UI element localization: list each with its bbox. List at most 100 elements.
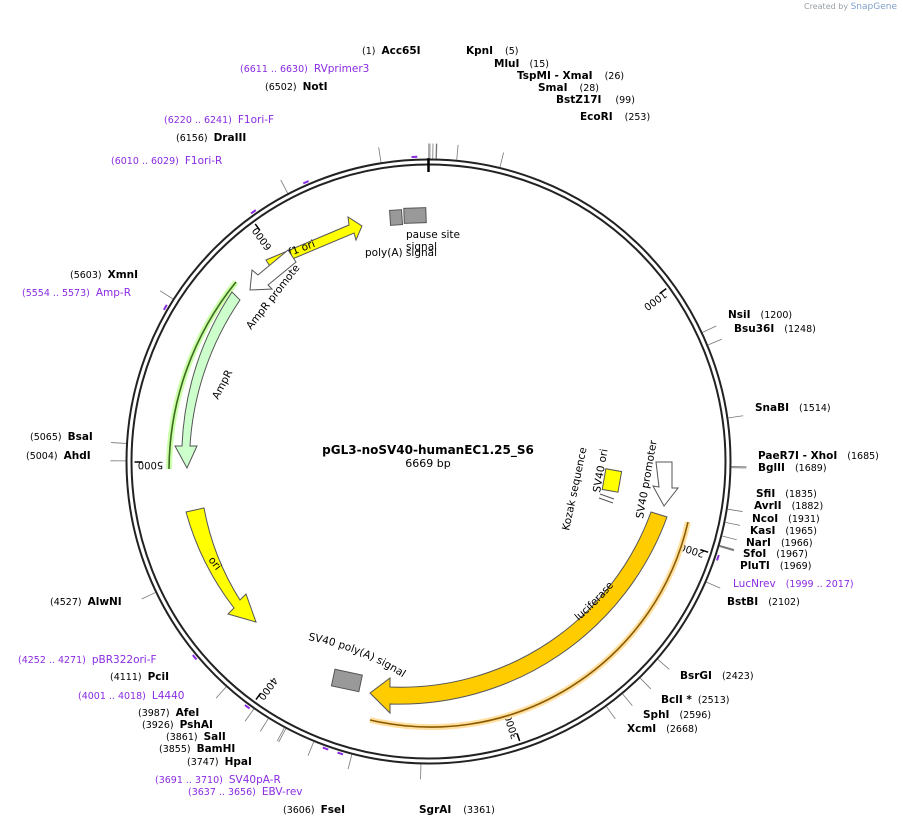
site-label[interactable]: SfoI(1967) (743, 548, 808, 560)
site-label[interactable]: BstZ17I(99) (556, 94, 635, 106)
site-label[interactable]: (6502)NotI (265, 81, 328, 93)
site-label[interactable]: SphI(2596) (643, 709, 711, 721)
brand-created-by: Created by (804, 2, 849, 11)
primer-label[interactable]: (6611 .. 6630)RVprimer3 (240, 63, 369, 75)
site-label[interactable]: Bsu36I(1248) (734, 323, 816, 335)
feature-sv40-polya[interactable] (330, 668, 363, 693)
site-label[interactable]: NcoI(1931) (752, 513, 820, 525)
site-leader-line (722, 535, 737, 541)
tick-mark (255, 692, 262, 701)
feature-label-sv40-promoter: SV40 promoter (634, 439, 660, 520)
site-leader-line (159, 290, 174, 300)
feature-ampr-promoter[interactable] (249, 249, 297, 291)
site-leader-line (640, 677, 652, 690)
primer-label[interactable]: (6010 .. 6029)F1ori-R (111, 155, 222, 167)
feature-label-signal: signal (406, 241, 437, 253)
feature-label-sv40-polya: SV40 poly(A) signal (307, 631, 407, 680)
brand-name: SnapGene (850, 2, 897, 12)
site-leader-line (378, 147, 382, 163)
site-label[interactable]: PluTI(1969) (740, 560, 811, 572)
feature-luciferase[interactable] (369, 511, 668, 715)
site-leader-line (706, 581, 721, 589)
site-label[interactable]: (3747)HpaI (187, 756, 252, 768)
tick-label: 6000 (251, 225, 275, 252)
site-label[interactable]: MluI(15) (494, 58, 549, 70)
site-label[interactable]: PaeR7I - XhoI(1685) (758, 450, 879, 462)
site-label[interactable]: (5603)XmnI (70, 269, 138, 281)
site-label[interactable]: (3861)SalI (166, 731, 226, 743)
site-label[interactable]: (3987)AfeI (138, 707, 199, 719)
site-label[interactable]: SnaBI(1514) (755, 402, 831, 414)
tick-label: 1000 (641, 288, 668, 312)
feature-polya-signal[interactable] (388, 209, 404, 226)
tick-mark (516, 733, 521, 742)
primer-label[interactable]: (4001 .. 4018)L4440 (78, 690, 184, 702)
primer-label[interactable]: LucNrev(1999 .. 2017) (733, 578, 854, 590)
site-leader-line (347, 754, 353, 770)
site-label[interactable]: BsrGI(2423) (680, 670, 754, 682)
site-leader-line (719, 545, 735, 551)
site-label[interactable]: BclI *(2513) (661, 694, 729, 706)
site-label[interactable]: SfiI(1835) (756, 488, 817, 500)
primer-binding-mark (716, 554, 720, 561)
site-leader-line (307, 741, 315, 756)
feature-kozak-mark-1 (599, 493, 615, 500)
feature-sv40-promoter[interactable] (652, 461, 680, 507)
site-label[interactable]: (4527)AlwNI (50, 596, 122, 608)
site-leader-line (244, 708, 255, 722)
primer-label[interactable]: (6220 .. 6241)F1ori-F (164, 114, 274, 126)
primer-label[interactable]: (4252 .. 4271)pBR322ori-F (18, 654, 157, 666)
site-label[interactable]: NsiI(1200) (728, 309, 792, 321)
tick-mark (700, 548, 709, 553)
site-label[interactable]: (5065)BsaI (30, 431, 93, 443)
site-leader-line (622, 693, 633, 706)
site-leader-line (719, 546, 734, 552)
site-leader-line (280, 179, 289, 194)
site-label[interactable]: (3926)PshAI (142, 719, 213, 731)
site-label[interactable]: (4111)PciI (110, 671, 169, 683)
primer-binding-mark (162, 304, 168, 311)
site-leader-line (111, 442, 127, 444)
feature-kozak-mark-2 (598, 497, 614, 504)
site-leaders (110, 143, 747, 780)
site-label[interactable]: KpnI(5) (466, 45, 519, 57)
site-label[interactable]: (1)Acc65I (362, 45, 421, 57)
site-label[interactable]: SgrAI(3361) (419, 804, 495, 816)
site-label[interactable]: (3606)FseI (283, 804, 345, 816)
site-label[interactable]: (3855)BamHI (159, 743, 235, 755)
site-leader-line (215, 686, 227, 699)
site-leader-line (499, 152, 504, 168)
site-leader-line (727, 508, 743, 512)
tick-label: 5000 (138, 459, 163, 470)
site-label[interactable]: BstBI(2102) (727, 596, 800, 608)
feature-pause-site[interactable] (403, 207, 427, 224)
site-leader-line (728, 415, 744, 419)
tick-label: 4000 (255, 675, 279, 702)
primer-binding-mark (322, 746, 329, 751)
primer-label[interactable]: (5554 .. 5573)Amp-R (22, 287, 131, 299)
site-label[interactable]: TspMI - XmaI(26) (517, 70, 624, 82)
site-label[interactable]: NarI(1966) (746, 537, 813, 549)
site-label[interactable]: (5004)AhdI (26, 450, 91, 462)
luciferase-primer-line (369, 521, 689, 728)
feature-ori[interactable] (185, 507, 257, 623)
primer-binding-mark (337, 751, 344, 756)
feature-ampr[interactable] (174, 291, 241, 470)
site-label[interactable]: (6156)DraIII (176, 132, 246, 144)
site-label[interactable]: XcmI(2668) (627, 723, 698, 735)
primer-binding-mark (192, 654, 198, 661)
primer-label[interactable]: (3691 .. 3710)SV40pA-R (155, 774, 281, 786)
site-leader-line (456, 144, 459, 160)
site-label[interactable]: SmaI(28) (538, 82, 599, 94)
site-label[interactable]: AvrII(1882) (754, 500, 823, 512)
site-label[interactable]: KasI(1965) (750, 525, 817, 537)
feature-sv40-ori[interactable] (601, 468, 623, 493)
plasmid-length: 6669 bp (405, 457, 450, 470)
site-label[interactable]: BglII(1689) (758, 462, 827, 474)
site-label[interactable]: EcoRI(253) (580, 111, 650, 123)
feature-label-pause-site: pause site (406, 229, 460, 241)
primer-label[interactable]: (3637 .. 3656)EBV-rev (188, 786, 303, 798)
ampr-primer-line (168, 281, 237, 470)
feature-label-ampr: AmpR (210, 368, 235, 401)
site-leader-line (278, 728, 287, 743)
